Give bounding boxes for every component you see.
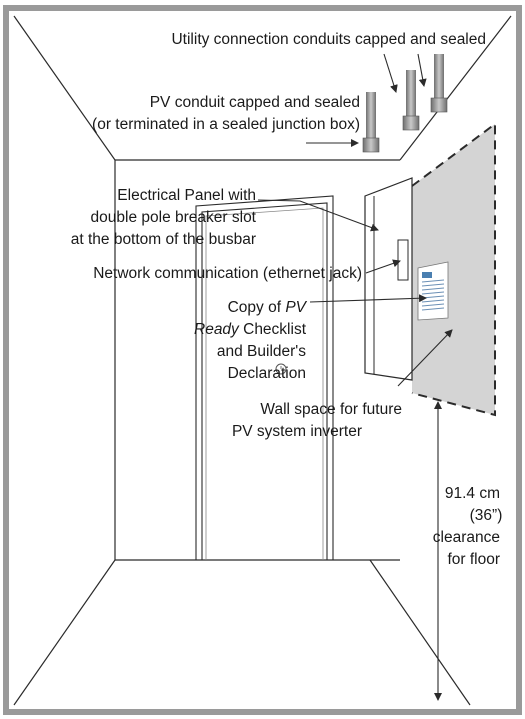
checklist-label-line3: and Builder's — [217, 343, 306, 360]
pv-conduit — [362, 92, 380, 153]
checklist-label-line1: Copy of PV — [228, 299, 308, 316]
panel-label-line3: at the bottom of the busbar — [71, 231, 256, 248]
wall-space-arrow — [397, 329, 453, 387]
floor-edge-left — [13, 559, 116, 706]
utility-conduit-1 — [402, 70, 420, 131]
pv-conduit-label-line2: (or terminated in a sealed junction box) — [92, 116, 360, 133]
wall-space-label-line2: PV system inverter — [232, 423, 362, 440]
clearance-label-line3: clearance — [433, 529, 500, 546]
doorway — [195, 195, 334, 560]
network-label: Network communication (ethernet jack) — [93, 265, 362, 282]
electrical-panel — [364, 177, 413, 381]
utility-label: Utility connection conduits capped and s… — [171, 31, 486, 48]
panel-label-line2: double pole breaker slot — [91, 209, 257, 226]
network-arrow — [365, 259, 401, 274]
panel-label-line1: Electrical Panel with — [117, 187, 256, 204]
utility-arrow-1 — [383, 53, 398, 93]
checklist-label-line4: Declaration — [228, 365, 306, 382]
checklist-label-line2: Ready Checklist — [194, 321, 307, 338]
pv-conduit-label-line1: PV conduit capped and sealed — [150, 94, 360, 111]
wall-space-label-line1: Wall space for future — [260, 401, 402, 418]
inverter-wall-space — [412, 124, 495, 415]
utility-conduit-2 — [430, 54, 448, 113]
floor-edge-right — [369, 559, 471, 706]
clearance-label-line4: for floor — [447, 551, 500, 568]
ceiling-edge-left — [13, 15, 116, 161]
panel-arrow — [257, 199, 379, 232]
inverter-wall-space-dashed-border — [411, 122, 496, 417]
room-perspective — [13, 15, 512, 706]
clearance-label-line2: (36”) — [470, 507, 503, 524]
utility-arrow-2 — [417, 53, 427, 87]
checklist-arrow — [309, 294, 427, 303]
clearance-label-line1: 91.4 cm — [445, 485, 500, 502]
ethernet-jack — [397, 239, 409, 281]
ceiling-edge-right — [399, 15, 512, 161]
checklist-document-icon — [417, 261, 449, 321]
